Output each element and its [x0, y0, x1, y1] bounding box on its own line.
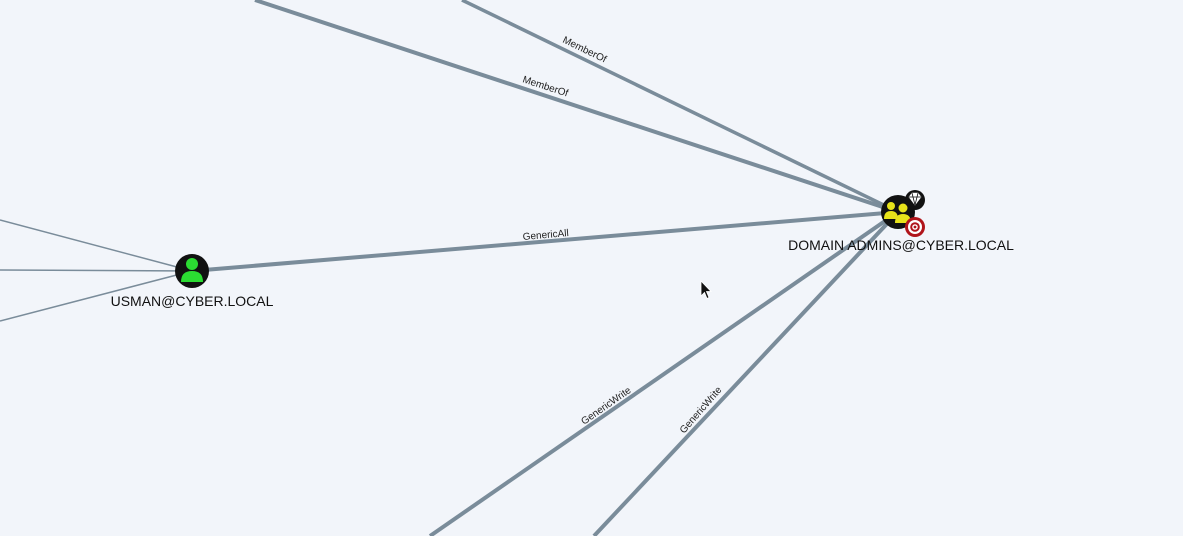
edge-into-usman-3[interactable]	[0, 270, 193, 322]
edge-label-genericwrite-2: GenericWrite	[678, 385, 725, 436]
edge-label-genericwrite-1: GenericWrite	[579, 385, 633, 428]
node-domain-admins[interactable]: DOMAIN ADMINS@CYBER.LOCAL	[788, 190, 1014, 253]
edge-memberof-1-tail	[599, 66, 899, 213]
node-usman-label: USMAN@CYBER.LOCAL	[111, 293, 274, 309]
edge-into-usman-1[interactable]	[0, 219, 193, 272]
mouse-cursor-icon	[700, 280, 712, 300]
node-domain-admins-label: DOMAIN ADMINS@CYBER.LOCAL	[788, 237, 1014, 253]
group-icon	[884, 202, 911, 223]
edge-genericwrite-2-tail	[719, 211, 899, 401]
user-icon	[181, 258, 203, 282]
edge-genericall-tail	[559, 211, 899, 241]
edge-genericwrite-1-tail	[619, 211, 899, 406]
node-usman[interactable]: USMAN@CYBER.LOCAL	[111, 254, 274, 309]
edge-into-usman-2[interactable]	[0, 269, 193, 272]
target-icon	[905, 217, 925, 237]
edge-memberof-2-tail	[559, 99, 899, 213]
high-value-diamond-icon	[905, 190, 925, 210]
edge-label-genericall: GenericAll	[522, 228, 569, 243]
